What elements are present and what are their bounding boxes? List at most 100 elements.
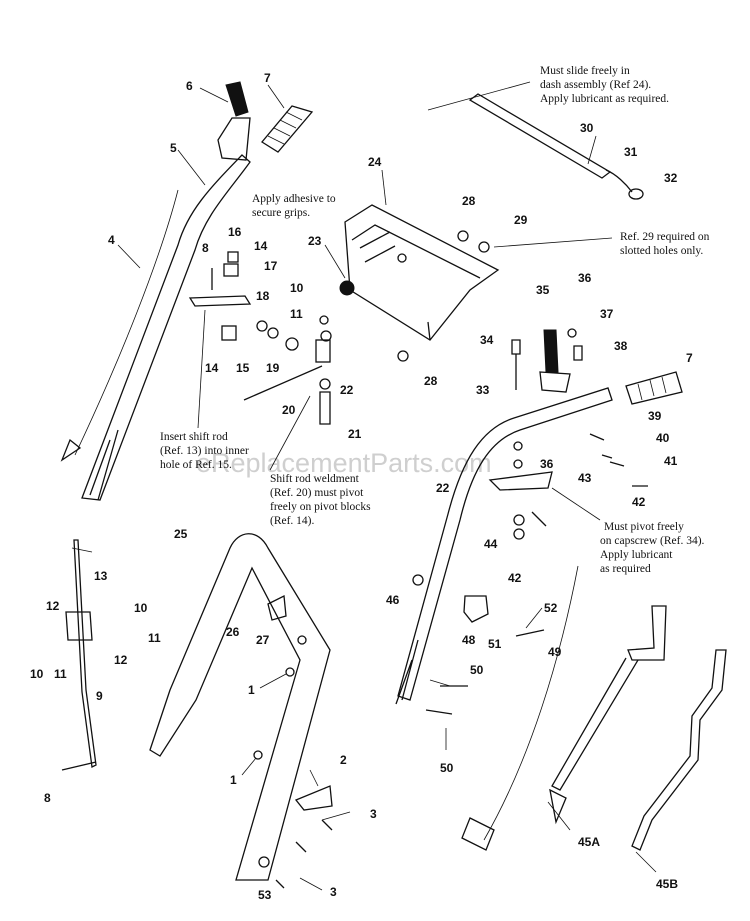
callout-52: 52	[544, 601, 558, 615]
callout-2: 2	[340, 753, 347, 767]
callout-11: 11	[290, 307, 303, 321]
cable-49	[461, 565, 579, 851]
note-pivot-2: on capscrew (Ref. 34).	[600, 535, 705, 547]
watermark: eReplacementParts.com	[196, 448, 492, 478]
pivot-block-48	[463, 595, 489, 623]
nut-1a	[285, 667, 295, 677]
callout-22: 22	[340, 383, 354, 397]
callout-30: 30	[580, 121, 594, 135]
callout-40: 40	[656, 431, 670, 445]
callout-50b: 50	[440, 761, 454, 775]
callout-48: 48	[462, 633, 476, 647]
callout-29: 29	[514, 213, 528, 227]
callout-25: 25	[174, 527, 188, 541]
callout-44: 44	[484, 537, 498, 551]
callout-42b: 42	[508, 571, 522, 585]
assembly-notes: Must slide freely in dash assembly (Ref …	[160, 65, 710, 575]
bolts-3	[275, 819, 333, 889]
hand-grip-7b	[625, 371, 683, 405]
hardware-right	[488, 328, 648, 540]
nut-28b	[397, 350, 409, 362]
callout-17: 17	[264, 259, 278, 273]
callout-labels: 6 7 5 4 8 16 14 17 18 14 15 19 10 11 22 …	[30, 71, 693, 902]
callout-33: 33	[476, 383, 490, 397]
shift-lever-6	[217, 81, 251, 161]
callout-50: 50	[470, 663, 484, 677]
callout-23: 23	[308, 234, 322, 248]
left-upper-handle	[81, 154, 251, 501]
nut-1b	[253, 750, 263, 760]
callout-34: 34	[480, 333, 494, 347]
callout-15: 15	[236, 361, 250, 375]
callout-27: 27	[256, 633, 270, 647]
callout-42: 42	[632, 495, 646, 509]
callout-45b: 45B	[656, 877, 678, 891]
callout-35: 35	[536, 283, 550, 297]
note-pivot-3: Apply lubricant	[600, 549, 673, 561]
callout-9: 9	[96, 689, 103, 703]
callout-5: 5	[170, 141, 177, 155]
note-weldment-1: Shift rod weldment	[270, 473, 360, 485]
callout-11c: 11	[54, 667, 67, 681]
callout-24: 24	[368, 155, 382, 169]
callout-28b: 28	[424, 374, 438, 388]
note-ref29-1: Ref. 29 required on	[620, 231, 710, 243]
callout-3: 3	[370, 807, 377, 821]
note-pivot-1: Must pivot freely	[604, 521, 684, 533]
right-upper-handle	[395, 387, 613, 705]
callout-14: 14	[254, 239, 268, 253]
callout-6: 6	[186, 79, 193, 93]
nut-46	[412, 574, 424, 586]
callout-19: 19	[266, 361, 280, 375]
leader-lines	[71, 81, 657, 891]
rod-30	[468, 93, 644, 200]
note-slide-1: Must slide freely in	[540, 65, 630, 77]
note-insert-2: (Ref. 13) into inner	[160, 445, 249, 457]
callout-31: 31	[624, 145, 638, 159]
callout-10b: 10	[134, 601, 148, 615]
callout-32: 32	[664, 171, 678, 185]
callout-53: 53	[258, 888, 272, 902]
nut-28a	[457, 230, 469, 242]
callout-43: 43	[578, 471, 592, 485]
nut-27	[297, 635, 307, 645]
lower-handle-25	[149, 533, 331, 881]
callout-8: 8	[202, 241, 209, 255]
note-adhesive-1: Apply adhesive to	[252, 193, 336, 205]
note-weldment-4: (Ref. 14).	[270, 515, 315, 527]
callout-3b: 3	[330, 885, 337, 899]
callout-28: 28	[462, 194, 476, 208]
note-weldment-3: freely on pivot blocks	[270, 501, 371, 513]
callout-45a: 45A	[578, 835, 600, 849]
screw-52	[515, 629, 545, 637]
note-adhesive-2: secure grips.	[252, 207, 310, 219]
callout-36b: 36	[540, 457, 554, 471]
callout-21: 21	[348, 427, 362, 441]
callout-38: 38	[614, 339, 628, 353]
callout-12: 12	[46, 599, 60, 613]
shift-assembly	[188, 251, 332, 425]
washer-29	[478, 241, 490, 253]
callout-13: 13	[94, 569, 108, 583]
note-insert-3: hole of Ref. 15.	[160, 459, 232, 471]
shift-handle-45a	[549, 605, 667, 825]
callout-26: 26	[226, 625, 240, 639]
cable-4	[60, 189, 179, 462]
shift-handle-45b	[631, 649, 727, 851]
dash-assembly-24	[339, 204, 500, 341]
callout-10: 10	[290, 281, 304, 295]
callout-11b: 11	[148, 631, 161, 645]
lever-35	[539, 329, 571, 393]
note-weldment-2: (Ref. 20) must pivot	[270, 487, 364, 499]
callout-36: 36	[578, 271, 592, 285]
callout-18: 18	[256, 289, 270, 303]
callout-49: 49	[548, 645, 562, 659]
note-ref29-2: slotted holes only.	[620, 245, 703, 257]
callout-16: 16	[228, 225, 242, 239]
callout-4: 4	[108, 233, 115, 247]
hand-grip-7a	[261, 105, 314, 153]
callout-12b: 12	[114, 653, 128, 667]
callout-1b: 1	[230, 773, 237, 787]
